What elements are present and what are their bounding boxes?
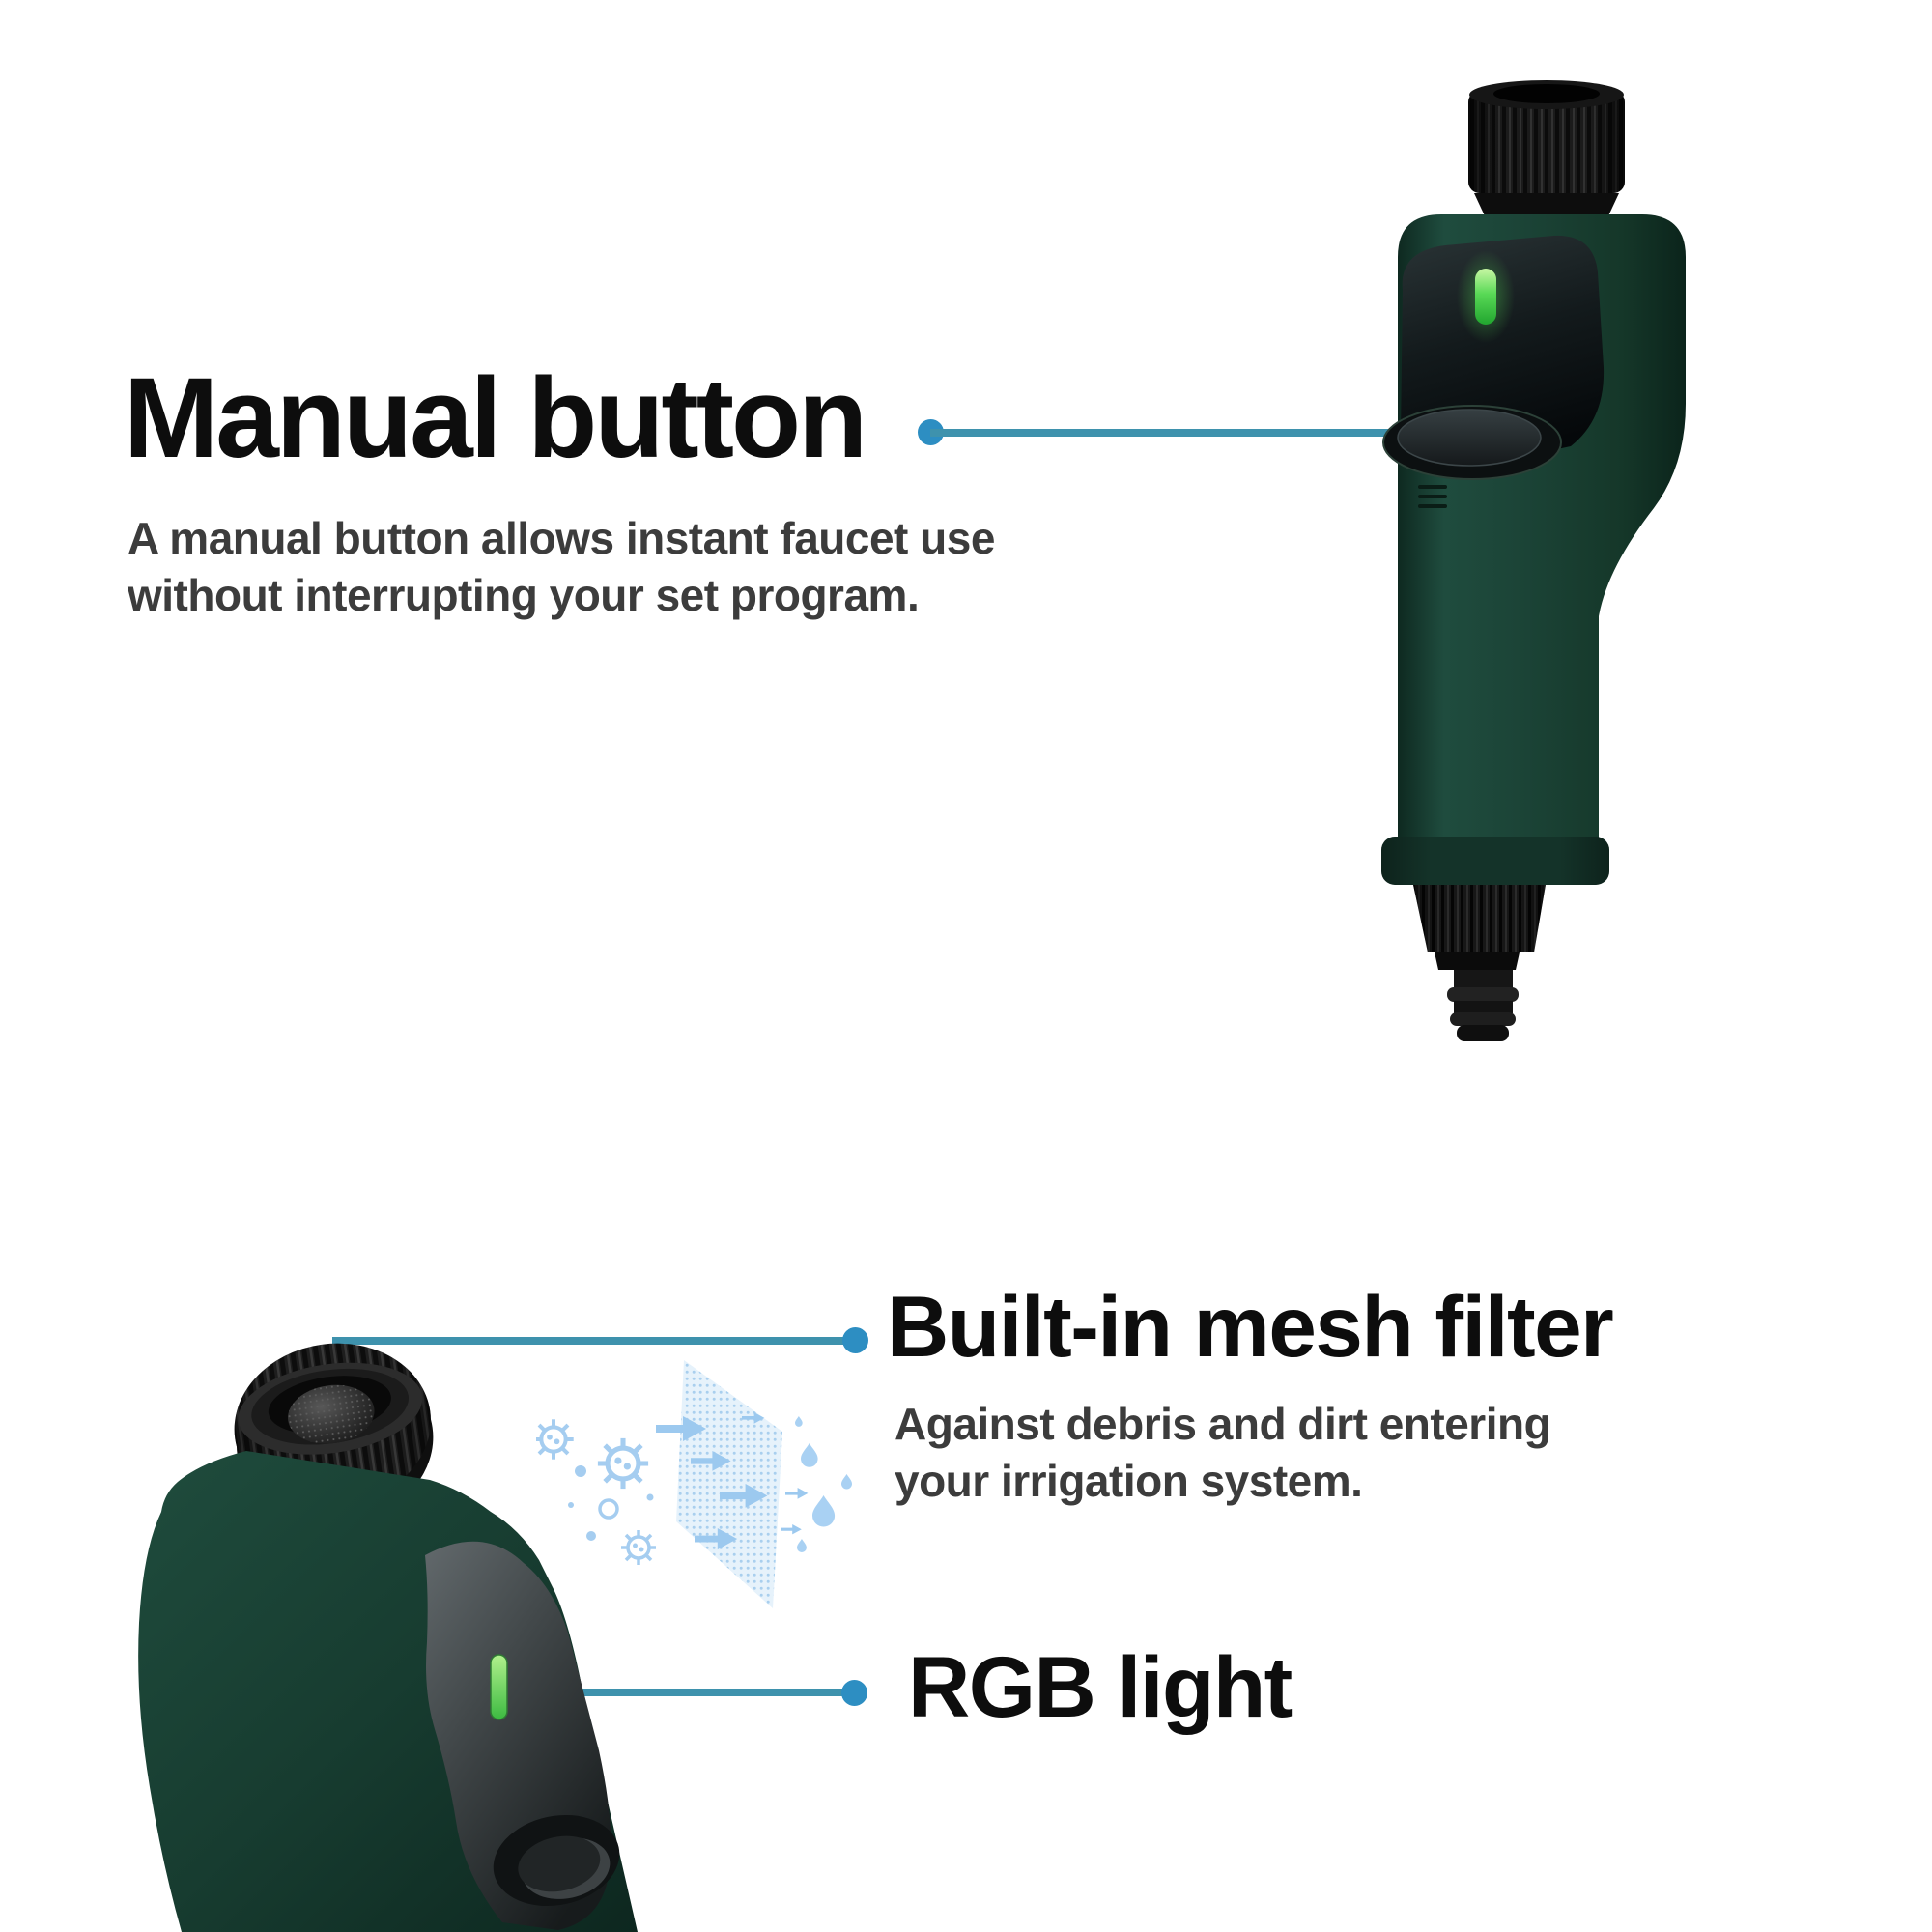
manual-button-description-line2: without interrupting your set program. [128, 570, 920, 620]
water-timer-closeup [138, 1343, 638, 1932]
mesh-filter-callout-dot [842, 1327, 868, 1353]
mesh-filter-description: Against debris and dirt entering your ir… [895, 1396, 1551, 1510]
mesh-filter-callout-line [332, 1337, 856, 1345]
hose-cap-top [1468, 80, 1625, 234]
manual-button-callout-line [930, 429, 1433, 437]
led-indicator [1475, 269, 1496, 325]
button-recess [493, 1814, 620, 1907]
mesh-filter-description-line2: your irrigation system. [895, 1456, 1363, 1506]
vent-slots [1418, 485, 1447, 508]
control-face-panel [1382, 235, 1605, 480]
manual-button-description-line1: A manual button allows instant faucet us… [128, 513, 995, 563]
mesh-filter-illustration [536, 1360, 852, 1608]
manual-button-title: Manual button [124, 355, 867, 482]
water-timer-device [1381, 80, 1686, 1041]
hose-connector-bottom [1413, 885, 1546, 1041]
rgb-light-callout-dot [841, 1680, 867, 1706]
mesh-filter-title: Built-in mesh filter [887, 1278, 1614, 1375]
rgb-light-callout-line [505, 1689, 847, 1696]
mesh-filter-description-line1: Against debris and dirt entering [895, 1399, 1551, 1449]
water-droplet-icons [795, 1416, 852, 1552]
manual-button-description: A manual button allows instant faucet us… [128, 510, 995, 624]
mesh-screen-icon [676, 1360, 782, 1608]
debris-particle-icons [536, 1419, 658, 1567]
rgb-light-title: RGB light [908, 1638, 1293, 1735]
rgb-led-indicator [490, 1654, 508, 1720]
manual-button-control [1397, 409, 1542, 467]
